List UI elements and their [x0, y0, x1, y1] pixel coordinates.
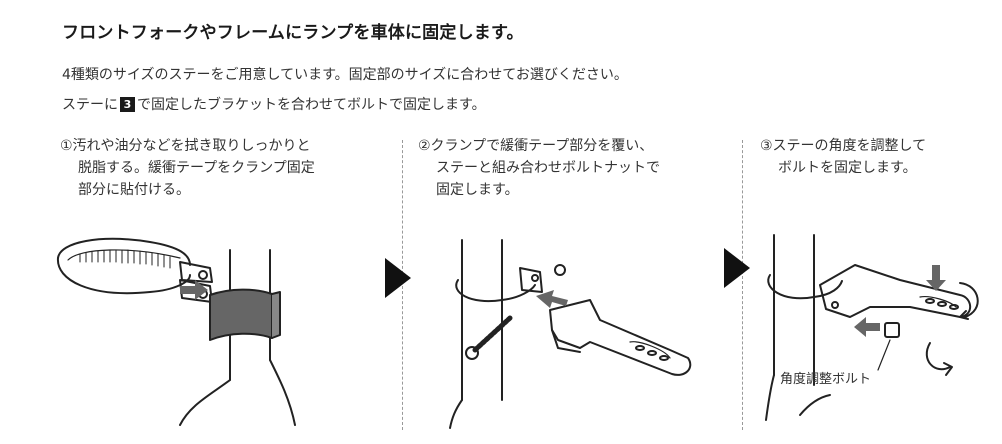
step-2-line-1: ②クランプで緩衝テープ部分を覆い、: [418, 138, 654, 154]
step-1-line-1: ①汚れや油分などを拭き取りしっかりと: [60, 138, 311, 154]
intro-line-1: 4種類のサイズのステーをご用意しています。固定部のサイズに合わせてお選びください…: [62, 67, 628, 83]
step-1-line-2: 脱脂する。緩衝テープをクランプ固定: [78, 160, 315, 176]
step-2-illustration: [449, 239, 692, 429]
step-1-line-3: 部分に貼付ける。: [78, 182, 190, 198]
step-3-line-2: ボルトを固定します。: [778, 160, 917, 176]
adjustment-bolt-label: 角度調整ボルト: [780, 372, 872, 387]
step-2-instructions: ②クランプで緩衝テープ部分を覆い、 ステーと組み合わせボルトナットで 固定します…: [418, 135, 660, 201]
step-1-instructions: ①汚れや油分などを拭き取りしっかりと 脱脂する。緩衝テープをクランプ固定 部分に…: [60, 135, 315, 201]
step-3-instructions: ③ステーの角度を調整して ボルトを固定します。: [760, 135, 926, 179]
step-arrow-2-icon: [724, 248, 750, 288]
step-number-badge: 3: [120, 97, 135, 112]
step-arrow-1-icon: [385, 258, 411, 298]
step-3-line-1: ③ステーの角度を調整して: [760, 138, 927, 154]
step-2-line-3: 固定します。: [436, 182, 519, 198]
intro-line-2-prefix: ステーに: [62, 97, 118, 113]
intro-line-2-suffix: で固定したブラケットを合わせてボルトで固定します。: [137, 97, 486, 113]
step-2-line-2: ステーと組み合わせボルトナットで: [436, 160, 660, 176]
step-1-illustration: [56, 237, 296, 426]
page-title: フロントフォークやフレームにランプを車体に固定します。: [62, 23, 524, 43]
step-3-illustration: [765, 234, 979, 421]
